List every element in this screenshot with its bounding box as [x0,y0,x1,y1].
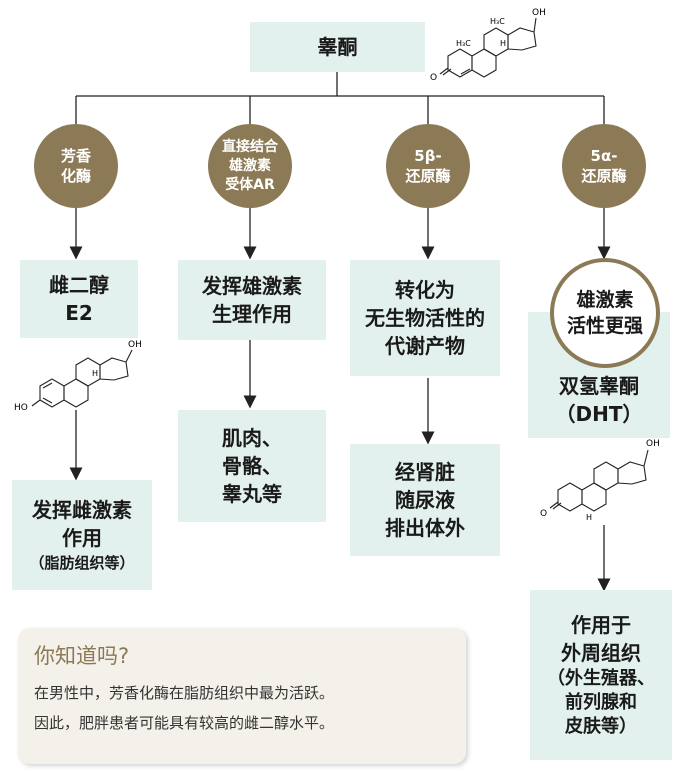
stronger-line-2: 活性更强 [566,315,643,337]
excretion-box: 经肾脏 随尿液 排出体外 [350,444,500,556]
estrogen-effect-box: 发挥雌激素 作用 （脂肪组织等） [12,480,152,590]
inactive-line-1: 转化为 [395,278,455,302]
5alpha-line-2: 还原酶 [581,167,627,185]
peripheral-note-3: 皮肤等） [565,716,637,737]
androgen-receptor-circle: 直接结合 雄激素 受体AR [208,124,292,208]
inactive-metabolite-box: 转化为 无生物活性的 代谢产物 [350,260,500,376]
5alpha-reductase-circle: 5α- 还原酶 [562,124,646,208]
svg-text:H: H [500,39,506,48]
estrogen-effect-line-1: 发挥雌激素 [32,498,132,522]
excretion-line-1: 经肾脏 [395,460,455,484]
svg-text:H: H [586,513,592,522]
dht-structure: O OH H [540,439,660,522]
info-line-1: 在男性中，芳香化酶在脂肪组织中最为活跃。 [34,684,335,702]
dht-line-2: （DHT） [555,402,643,426]
estradiol-structure: HO OH H [14,340,142,413]
aromatase-line-2: 化酶 [60,167,91,185]
info-callout: 你知道吗? 在男性中，芳香化酶在脂肪组织中最为活跃。 因此，肥胖患者可能具有较高… [18,628,466,764]
excretion-line-3: 排出体外 [385,516,465,540]
inactive-line-2: 无生物活性的 [365,306,485,330]
androgen-effect-line-1: 发挥雄激素 [202,274,302,298]
testosterone-box: 睾酮 [250,22,425,72]
peripheral-note-1: （外生殖器、 [547,668,655,689]
svg-text:H₃C: H₃C [490,17,505,26]
testosterone-label: 睾酮 [317,35,358,59]
tissues-box: 肌肉、 骨骼、 睾丸等 [178,410,326,522]
ar-line-3: 受体AR [225,176,275,193]
aromatase-line-1: 芳香 [60,147,91,165]
estradiol-line-2: E2 [65,301,93,325]
5beta-line-1: 5β- [414,147,442,165]
estradiol-box: 雌二醇 E2 [20,260,138,338]
peripheral-line-2: 外周组织 [561,641,641,665]
svg-text:OH: OH [128,340,142,350]
estrogen-effect-line-2: 作用 [62,526,102,550]
excretion-line-2: 随尿液 [395,488,455,512]
ar-line-1: 直接结合 [222,138,278,155]
svg-text:OH: OH [532,8,546,18]
estrogen-effect-note: （脂肪组织等） [29,554,135,572]
tissues-line-3: 睾丸等 [222,482,282,506]
peripheral-effect-box: 作用于 外周组织 （外生殖器、 前列腺和 皮肤等） [530,590,672,760]
tissues-line-2: 骨骼、 [222,454,282,478]
5beta-reductase-circle: 5β- 还原酶 [386,124,470,208]
dht-line-1: 双氢睾酮 [559,374,639,398]
aromatase-circle: 芳香 化酶 [34,124,118,208]
inactive-line-3: 代谢产物 [385,334,465,358]
androgen-effect-box: 发挥雄激素 生理作用 [178,260,326,340]
ar-line-2: 雄激素 [229,157,271,174]
peripheral-note-2: 前列腺和 [565,692,637,713]
5beta-line-2: 还原酶 [405,167,451,185]
svg-text:OH: OH [646,439,660,449]
stronger-line-1: 雄激素 [576,289,634,311]
svg-text:O: O [540,509,547,519]
tissues-line-1: 肌肉、 [222,426,282,450]
stronger-activity-ring: 雄激素 活性更强 [550,258,660,368]
peripheral-line-1: 作用于 [571,613,631,637]
androgen-effect-line-2: 生理作用 [212,302,292,326]
svg-text:H: H [92,369,98,378]
testosterone-structure: O OH H₃C H₃C H [430,8,546,83]
svg-text:HO: HO [14,403,28,413]
info-title: 你知道吗? [34,644,130,668]
5alpha-line-1: 5α- [590,147,618,165]
estradiol-line-1: 雌二醇 [49,273,109,297]
svg-text:O: O [430,73,437,83]
svg-text:H₃C: H₃C [456,39,471,48]
info-line-2: 因此，肥胖患者可能具有较高的雌二醇水平。 [34,714,335,732]
